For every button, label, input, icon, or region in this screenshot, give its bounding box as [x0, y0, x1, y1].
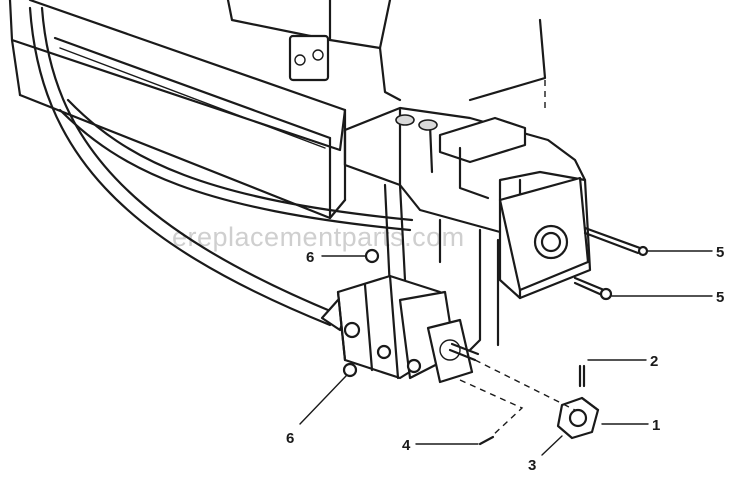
- key: [478, 435, 495, 446]
- nut-lower: [342, 362, 358, 378]
- callout-5-upper: 5: [716, 244, 724, 261]
- nut-upper: [364, 248, 380, 264]
- hydraulic-pump: [320, 274, 480, 384]
- engine-block: [226, 0, 547, 102]
- bolt-upper: [583, 226, 649, 257]
- bolt-lower: [573, 276, 613, 301]
- leader-6-lower: [299, 375, 347, 425]
- hydraulic-hose: [28, 6, 414, 327]
- callout-2: 2: [650, 353, 658, 370]
- alignment-line-shaft: [474, 359, 576, 411]
- callout-3: 3: [528, 457, 536, 474]
- pump-mount-bracket: [343, 106, 592, 352]
- coupler: [556, 396, 600, 440]
- callout-5-lower: 5: [716, 289, 724, 306]
- alignment-line-key: [459, 379, 524, 437]
- callout-6-lower: 6: [286, 430, 294, 447]
- roll-pin: [578, 364, 586, 388]
- beam: [8, 0, 347, 220]
- callout-4: 4: [402, 437, 411, 454]
- watermark-text: ereplacementparts.com: [172, 222, 465, 252]
- callout-6-upper: 6: [306, 249, 314, 266]
- leader-3: [541, 435, 563, 456]
- callout-1: 1: [652, 417, 660, 434]
